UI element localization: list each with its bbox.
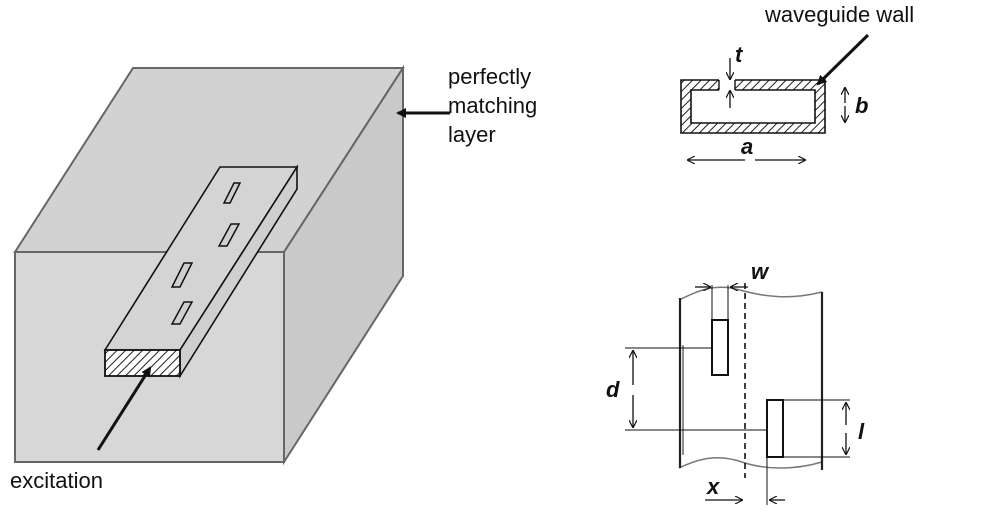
pml-label-line3: layer	[448, 122, 496, 147]
waveguide-3d	[103, 164, 299, 379]
dim-b-label: b	[855, 93, 868, 118]
slot-layout	[678, 283, 824, 478]
slot-layout-slot-2	[766, 399, 784, 458]
slot-2	[217, 223, 241, 247]
dim-x-label: x	[706, 474, 720, 499]
waveguide-cross-section	[680, 79, 826, 134]
dim-t-label: t	[735, 42, 744, 67]
pml-label-line1: perfectly	[448, 64, 531, 89]
dim-l-label: l	[858, 419, 865, 444]
excitation-arrow	[96, 366, 152, 451]
waveguide-wall	[680, 79, 826, 134]
dim-d-label: d	[606, 377, 620, 402]
cross-section-slot-gap	[719, 79, 735, 91]
waveguide-wall-label: waveguide wall	[764, 2, 914, 27]
dim-w-label: w	[751, 259, 770, 284]
excitation-port	[104, 349, 181, 377]
slot-3	[170, 262, 194, 288]
slot-layout-top-break	[678, 286, 823, 301]
pml-label-line2: matching	[448, 93, 537, 118]
slot-layout-bottom-break	[678, 457, 823, 469]
excitation-label: excitation	[10, 468, 103, 493]
slot-1	[222, 182, 242, 204]
slot-4	[170, 301, 194, 325]
waveguide-wall-arrow	[816, 33, 870, 86]
slot-layout-slot-1	[711, 319, 729, 376]
dim-a-label: a	[741, 134, 753, 159]
